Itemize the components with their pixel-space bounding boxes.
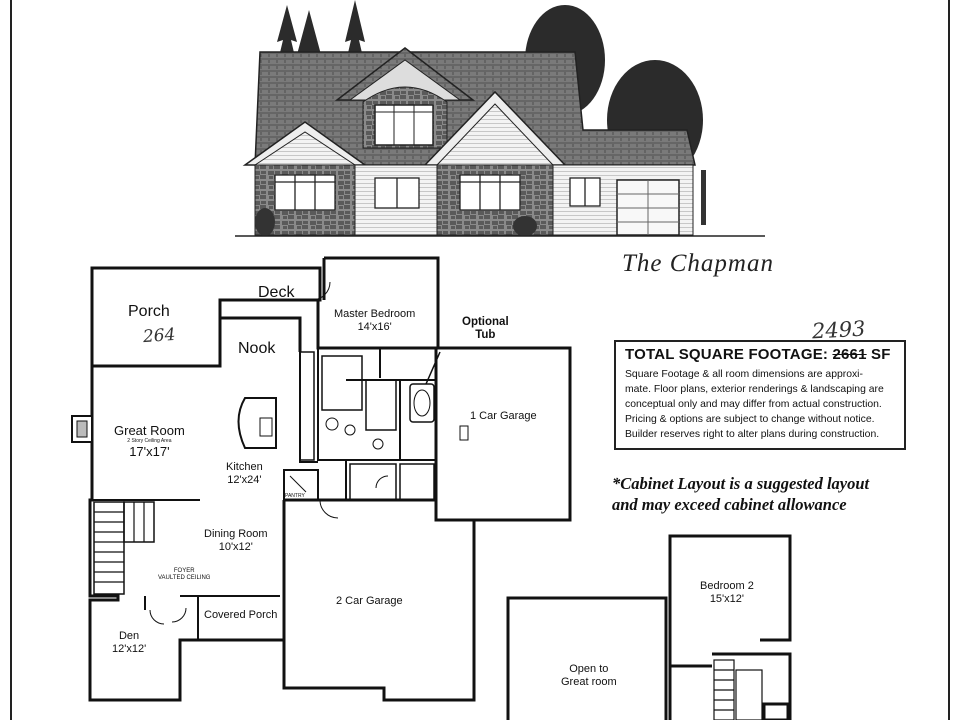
room-great-room: Great Room 2 Story Ceiling Area 17'x17' (114, 423, 185, 459)
room-porch: Porch (128, 303, 170, 320)
room-bedroom-2: Bedroom 2 15'x12' (700, 580, 754, 605)
elevation-windows (274, 174, 601, 211)
bedroom-2-outline (668, 534, 792, 720)
cabinet-layout-note: *Cabinet Layout is a suggested layout an… (612, 474, 870, 514)
optional-tub-label: Optional Tub (462, 316, 509, 342)
open-to-great-room-label: Open to Great room (561, 663, 617, 688)
room-two-car-garage: 2 Car Garage (336, 595, 403, 607)
room-deck: Deck (258, 284, 295, 301)
house-elevation-illustration (235, 0, 765, 237)
upper-bath-outline (762, 702, 790, 720)
two-car-garage-outline (282, 348, 476, 702)
room-dining-room: Dining Room 10'x12' (204, 528, 268, 553)
square-footage-heading: TOTAL SQUARE FOOTAGE: 2661 SF (625, 346, 891, 363)
printed-square-footage: 2661 (832, 346, 867, 363)
room-den: Den 12'x12' (112, 630, 147, 655)
room-master-bedroom: Master Bedroom 14'x16' (334, 308, 416, 333)
porch-outline (90, 266, 322, 368)
page-left-border (10, 0, 12, 720)
room-kitchen: Kitchen 12'x24' (226, 461, 263, 486)
room-one-car-garage: 1 Car Garage (470, 410, 537, 422)
porch-handwritten-sf: 264 (142, 324, 177, 348)
open-to-outline (506, 596, 668, 720)
kitchen-counter (299, 351, 315, 461)
upper-stairs (713, 659, 763, 720)
master-deck-outline (316, 256, 440, 350)
optional-tub (409, 383, 435, 423)
plan-title: The Chapman (622, 250, 774, 277)
room-foyer: FOYER VAULTED CEILING (158, 568, 211, 581)
room-covered-porch: Covered Porch (204, 609, 278, 621)
main-stairs (93, 501, 155, 595)
room-pantry: PANTRY (285, 493, 305, 499)
disclaimer-text: Square Footage & all room dimensions are… (625, 369, 884, 440)
fireplace (71, 415, 93, 443)
one-car-garage-outline (438, 346, 572, 522)
room-nook: Nook (238, 340, 276, 357)
square-footage-box: TOTAL SQUARE FOOTAGE: 2661 SF Square Foo… (614, 340, 906, 450)
optional-tub-arrow (425, 351, 441, 385)
kitchen-island (237, 397, 277, 449)
page-right-border (948, 0, 950, 720)
